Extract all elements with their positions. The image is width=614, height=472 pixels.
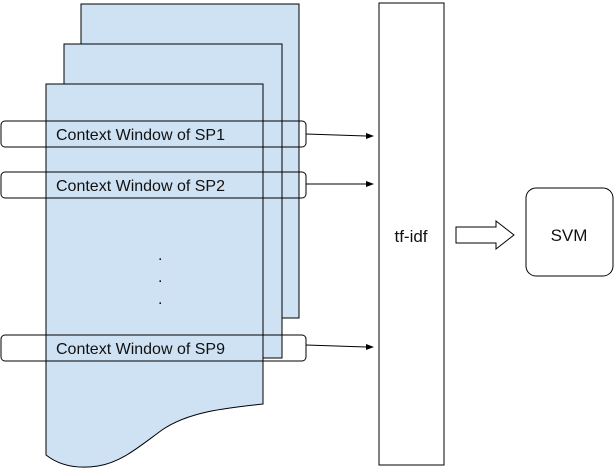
ellipsis-dot: . <box>158 247 162 264</box>
svm-box: SVM <box>525 187 614 277</box>
arrow-sp9-to-tfidf <box>305 344 374 350</box>
context-window-label: Context Window of SP1 <box>56 127 225 144</box>
context-window-label: Context Window of SP2 <box>56 178 225 195</box>
context-window-sp2: Context Window of SP2 <box>0 171 307 199</box>
ellipsis-dot: . <box>158 291 162 308</box>
arrow-sp2-to-tfidf <box>306 181 374 187</box>
tfidf-box: tf-idf <box>378 2 445 466</box>
context-window-label: Context Window of SP9 <box>56 341 225 358</box>
document-page-front <box>45 83 264 468</box>
context-window-sp9: Context Window of SP9 <box>0 334 307 362</box>
block-arrow-to-svm <box>455 219 515 251</box>
tfidf-label: tf-idf <box>394 227 427 246</box>
svm-label: SVM <box>551 226 588 245</box>
ellipsis-dot: . <box>158 269 162 286</box>
arrow-sp1-to-tfidf <box>305 133 374 139</box>
